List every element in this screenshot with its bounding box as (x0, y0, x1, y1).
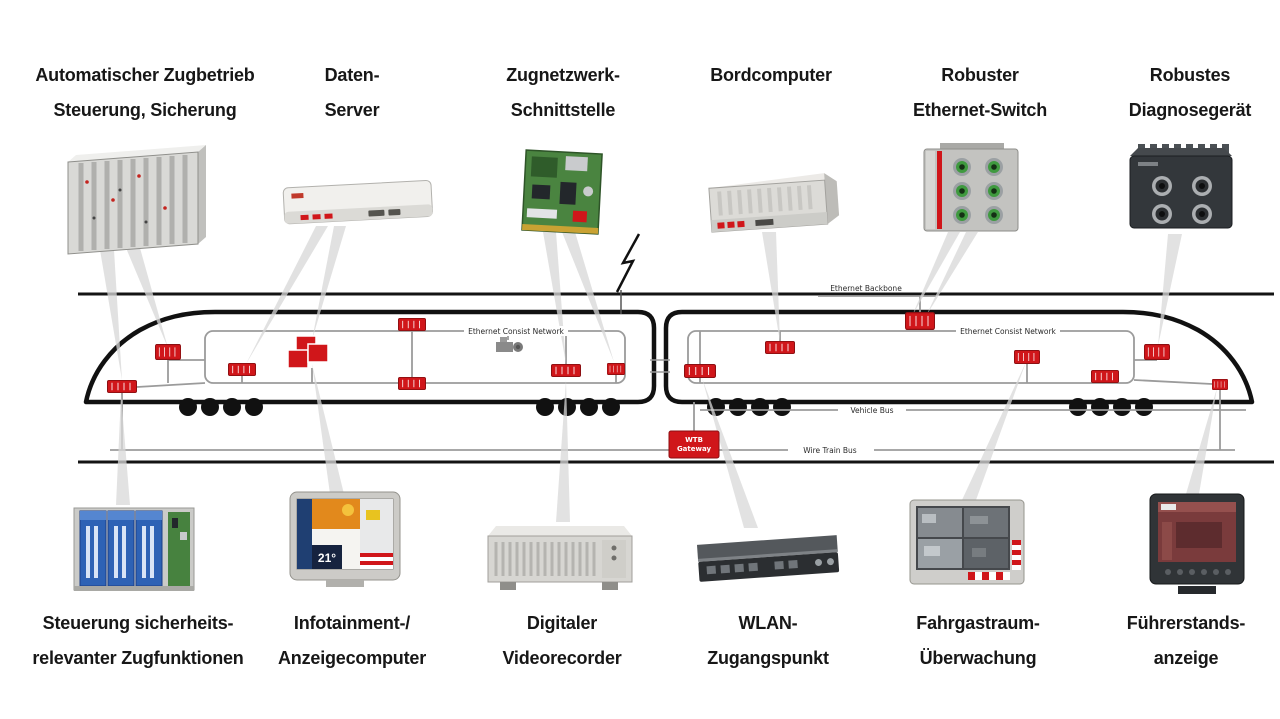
ecn-left-label: Ethernet Consist Network (468, 327, 564, 336)
node-ecn-bottom-left (398, 377, 426, 390)
node-data-server (228, 363, 256, 376)
label-line: Fahrgastraum- (916, 613, 1040, 633)
node-ecn-top-left (398, 318, 426, 331)
label-onboard-computer: Bordcomputer (641, 58, 901, 93)
gateway-label-line2: Gateway (677, 445, 712, 453)
label-line: relevanter Zugfunktionen (32, 648, 244, 668)
label-line: Überwachung (919, 648, 1037, 668)
label-line: Infotainment-/ (293, 613, 411, 633)
label-infotainment-computer: Infotainment-/ Anzeigecomputer (222, 606, 482, 676)
label-line: Robuster (941, 65, 1019, 85)
label-line: Steuerung, Sicherung (53, 100, 237, 120)
node-ecn-right (1091, 370, 1119, 383)
surveillance-monitor-image (906, 496, 1028, 590)
ato-rack-image (48, 138, 220, 260)
label-line: Ethernet-Switch (912, 100, 1047, 120)
node-wlan (684, 364, 716, 378)
label-line: Führerstands- (1126, 613, 1246, 633)
frame-rails (78, 292, 1274, 464)
label-line: Anzeigecomputer (277, 648, 427, 668)
label-line: Zugnetzwerk- (506, 65, 620, 85)
infotainment-display-cluster (287, 335, 329, 369)
label-line: Steuerung sicherheits- (42, 613, 234, 633)
node-surveillance (1014, 350, 1040, 364)
label-digital-video-recorder: Digitaler Videorecorder (432, 606, 692, 676)
label-rugged-ethernet-switch: Robuster Ethernet-Switch (850, 58, 1110, 128)
train-network-board-image (516, 146, 608, 240)
ethernet-backbone-label: Ethernet Backbone (830, 284, 902, 293)
node-diagnostics (1144, 344, 1170, 360)
node-bordcomputer (765, 341, 795, 354)
network-labels: Ethernet Consist Network Ethernet Consis… (464, 284, 1060, 455)
node-front-left (107, 380, 137, 393)
diagnostic-device-image (1120, 140, 1242, 237)
vehicle-bus-label: Vehicle Bus (850, 406, 893, 415)
ecn-right-label: Ethernet Consist Network (960, 327, 1056, 336)
video-recorder-image (476, 520, 644, 594)
wire-train-bus-label: Wire Train Bus (803, 446, 857, 455)
label-train-network-interface: Zugnetzwerk- Schnittstelle (433, 58, 693, 128)
node-train-interface (607, 363, 625, 375)
data-server-image (276, 176, 444, 234)
label-line: Schnittstelle (510, 100, 616, 120)
label-line: WLAN- (738, 613, 798, 633)
safety-control-rack-image (70, 498, 198, 596)
node-ato (155, 344, 181, 360)
label-driver-cab-display: Führerstands- anzeige (1056, 606, 1280, 676)
label-rugged-diagnostic-device: Robustes Diagnosegerät (1070, 58, 1280, 128)
label-data-server: Daten- Server (222, 58, 482, 128)
label-line: Robustes (1149, 65, 1231, 85)
display-temperature-readout: 21° (318, 551, 336, 565)
train-outline (83, 309, 1255, 405)
label-line: Diagnosegerät (1128, 100, 1252, 120)
infotainment-display-image: 21° (286, 490, 404, 590)
label-line: Automatischer Zugbetrieb (35, 65, 255, 85)
label-automatic-train-operation: Automatischer Zugbetrieb Steuerung, Sich… (15, 58, 275, 128)
onboard-computer-image (696, 166, 844, 238)
node-videorecorder (551, 364, 581, 377)
camera-icon (496, 337, 523, 352)
label-passenger-area-surveillance: Fahrgastraum- Überwachung (848, 606, 1108, 676)
ethernet-switch-image (910, 141, 1032, 238)
label-line: anzeige (1153, 648, 1219, 668)
train-wheels (179, 398, 1153, 416)
gateway-label-line1: WTB (685, 436, 703, 444)
label-line: Digitaler (526, 613, 598, 633)
label-line: Server (324, 100, 380, 120)
wtb-gateway-box: WTB Gateway (668, 430, 720, 459)
wlan-access-point-image (686, 524, 850, 590)
label-wlan-access-point: WLAN- Zugangspunkt (638, 606, 898, 676)
node-ethernet-switch (905, 312, 935, 330)
label-line: Bordcomputer (710, 65, 832, 85)
label-line: Daten- (324, 65, 380, 85)
leader-beams (100, 226, 1217, 528)
node-cab-display (1212, 379, 1228, 390)
network-nodes: WTB Gateway (107, 312, 1228, 459)
cab-display-image (1146, 490, 1248, 597)
ethernet-consist-network-right-loop (687, 330, 1135, 384)
label-safety-train-functions: Steuerung sicherheits- relevanter Zugfun… (8, 606, 268, 676)
antenna-lightning-icon (615, 233, 641, 314)
label-line: Videorecorder (502, 648, 622, 668)
label-line: Zugangspunkt (707, 648, 829, 668)
